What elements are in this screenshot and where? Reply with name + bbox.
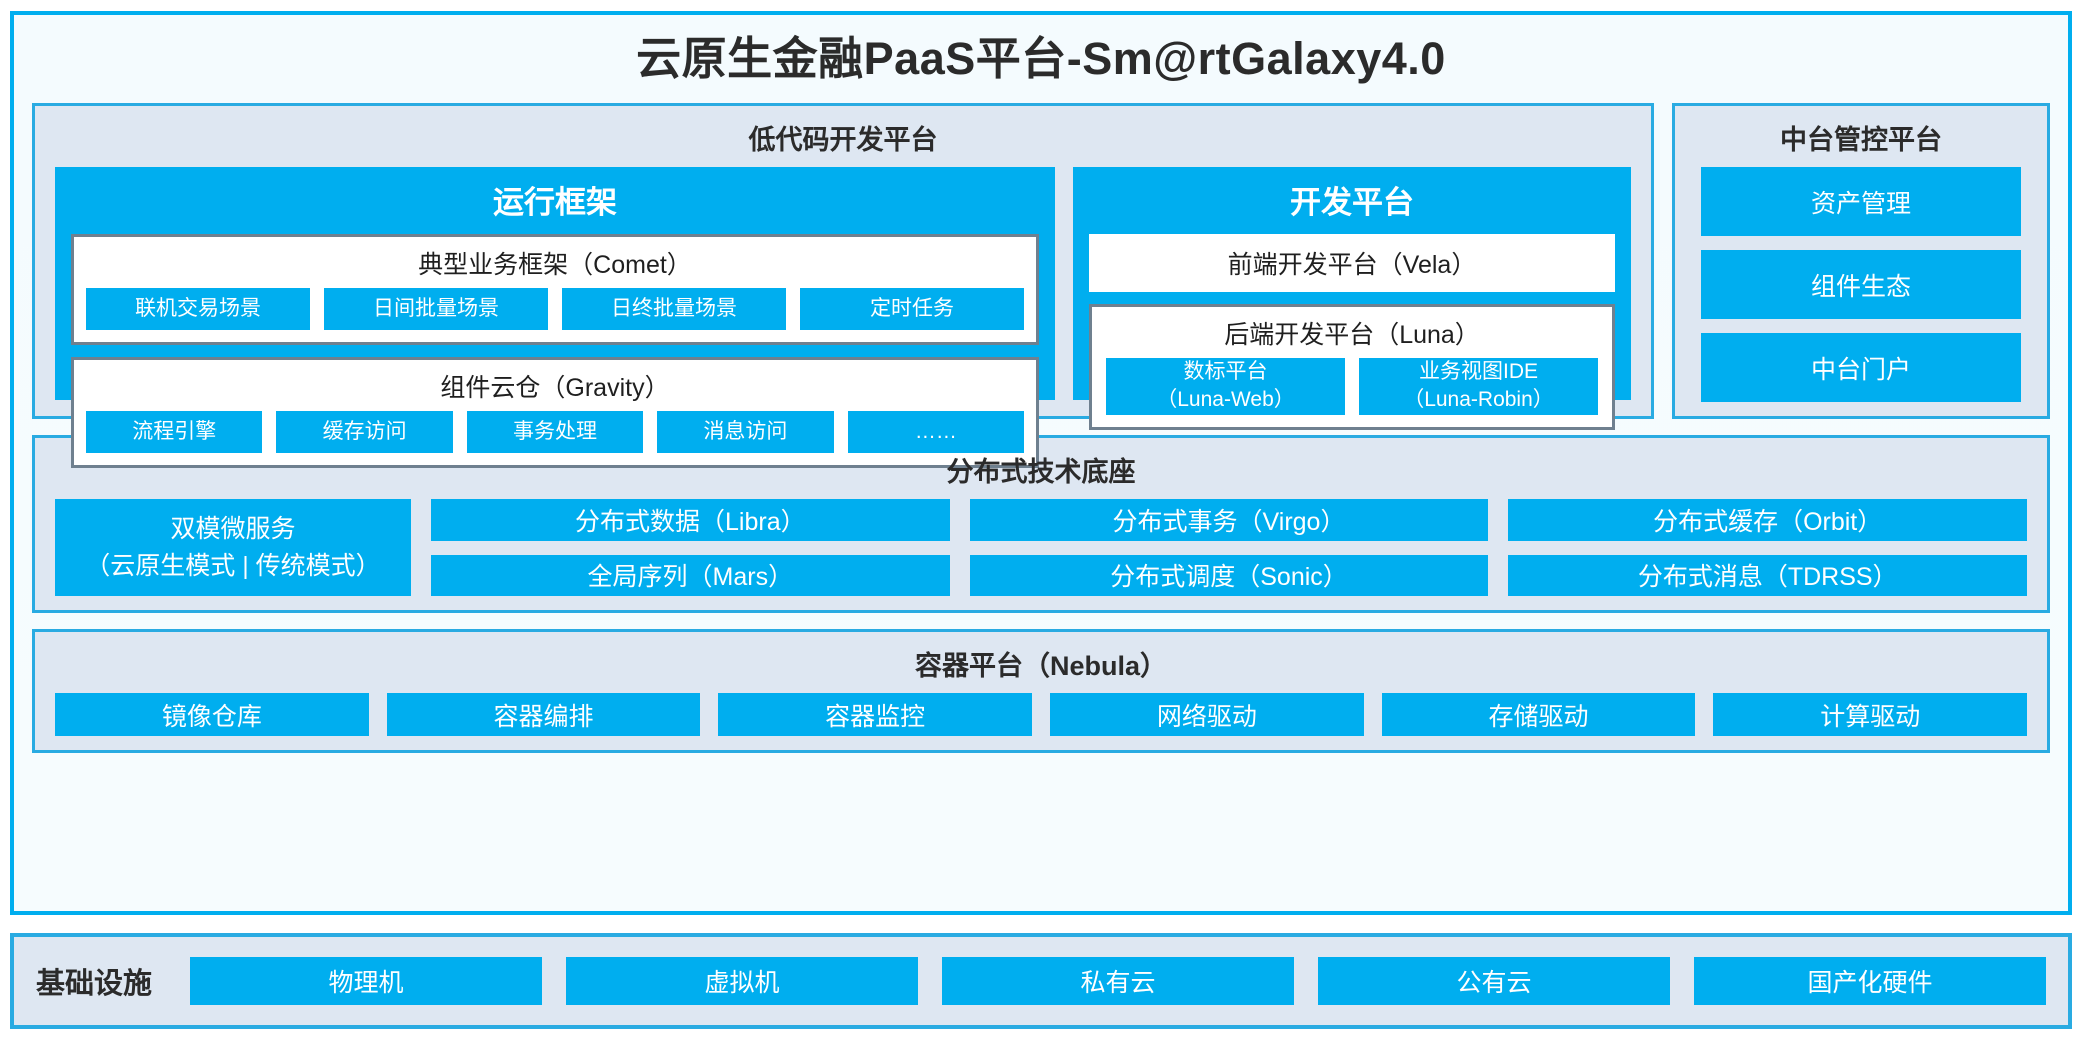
middle-platform-title: 中台管控平台 (1780, 125, 1942, 155)
card-dev-platform[interactable]: 开发平台 前端开发平台（Vela） 后端开发平台（Luna） 数标平台 （Lun… (1073, 167, 1631, 430)
luna-item-code: （Luna-Robin） (1403, 388, 1554, 412)
gravity-item[interactable]: 缓存访问 (276, 411, 453, 453)
section-tech-base[interactable]: 分布式技术底座 双模微服务 （云原生模式 | 传统模式） 分布式数据（Libra… (32, 435, 2050, 613)
tech-base-inner: 双模微服务 （云原生模式 | 传统模式） 分布式数据（Libra） 全局序列（M… (35, 499, 2047, 610)
middle-platform-item[interactable]: 组件生态 (1701, 250, 2021, 319)
infrastructure-item[interactable]: 私有云 (942, 957, 1295, 1005)
luna-title: 后端开发平台（Luna） (1224, 321, 1480, 349)
infrastructure-item[interactable]: 公有云 (1318, 957, 1671, 1005)
luna-item-name: 业务视图IDE (1418, 360, 1538, 383)
container-platform-item[interactable]: 容器编排 (386, 693, 701, 736)
runtime-framework-title: 运行框架 (493, 185, 617, 220)
section-lowcode-platform[interactable]: 低代码开发平台 运行框架 典型业务框架（Comet） 联机交易场景 日间批量场景… (32, 103, 1654, 468)
tech-base-column: 分布式缓存（Orbit） 分布式消息（TDRSS） (1508, 499, 2028, 596)
box-frontend-vela[interactable]: 前端开发平台（Vela） (1089, 234, 1615, 292)
middle-platform-item[interactable]: 中台门户 (1701, 333, 2021, 402)
luna-item-name: 数标平台 (1183, 360, 1268, 383)
container-platform-item[interactable]: 计算驱动 (1713, 693, 2028, 736)
middle-platform-items: 资产管理 组件生态 中台门户 (1675, 167, 2047, 416)
platform-body: 低代码开发平台 运行框架 典型业务框架（Comet） 联机交易场景 日间批量场景… (14, 103, 2068, 765)
comet-item[interactable]: 定时任务 (800, 288, 1024, 330)
tech-base-item[interactable]: 全局序列（Mars） (431, 554, 950, 596)
comet-items: 联机交易场景 日间批量场景 日终批量场景 定时任务 (74, 288, 1036, 342)
tech-base-title: 分布式技术底座 (946, 457, 1136, 487)
tech-base-column: 分布式事务（Virgo） 分布式调度（Sonic） (969, 499, 1489, 596)
container-platform-item[interactable]: 镜像仓库 (55, 693, 369, 736)
card-runtime-framework[interactable]: 运行框架 典型业务框架（Comet） 联机交易场景 日间批量场景 日终批量场景 … (55, 167, 1055, 468)
box-backend-luna[interactable]: 后端开发平台（Luna） 数标平台 （Luna-Web） 业务视图IDE （Lu… (1089, 304, 1615, 430)
luna-item-luna-web[interactable]: 数标平台 （Luna-Web） (1106, 358, 1345, 415)
platform-frame: 云原生金融PaaS平台-Sm@rtGalaxy4.0 低代码开发平台 运行框架 … (10, 11, 2072, 915)
comet-item[interactable]: 日间批量场景 (324, 288, 548, 330)
lowcode-title: 低代码开发平台 (748, 125, 938, 155)
container-platform-item[interactable]: 容器监控 (718, 693, 1033, 736)
dev-platform-title: 开发平台 (1290, 185, 1414, 220)
container-platform-item[interactable]: 存储驱动 (1381, 693, 1696, 736)
section-infrastructure[interactable]: 基础设施 物理机 虚拟机 私有云 公有云 国产化硬件 (10, 933, 2072, 1029)
infrastructure-item[interactable]: 虚拟机 (566, 957, 919, 1005)
dual-mode-line2: （云原生模式 | 传统模式） (85, 551, 381, 580)
luna-item-code: （Luna-Web） (1156, 388, 1295, 412)
section-container-platform[interactable]: 容器平台（Nebula） 镜像仓库 容器编排 容器监控 网络驱动 存储驱动 计算… (32, 629, 2050, 753)
infrastructure-item[interactable]: 国产化硬件 (1694, 957, 2047, 1005)
tech-base-item[interactable]: 分布式调度（Sonic） (969, 554, 1489, 596)
dual-mode-line1: 双模微服务 (170, 515, 296, 544)
infrastructure-label: 基础设施 (36, 968, 153, 1000)
tech-base-dual-mode-microservice[interactable]: 双模微服务 （云原生模式 | 传统模式） (55, 499, 411, 596)
infrastructure-item[interactable]: 物理机 (190, 957, 543, 1005)
container-platform-items: 镜像仓库 容器编排 容器监控 网络驱动 存储驱动 计算驱动 (35, 693, 2047, 750)
middle-platform-item[interactable]: 资产管理 (1701, 167, 2021, 236)
comet-item[interactable]: 日终批量场景 (562, 288, 786, 330)
section-middle-platform[interactable]: 中台管控平台 资产管理 组件生态 中台门户 (1672, 103, 2050, 419)
gravity-title: 组件云仓（Gravity） (440, 374, 670, 402)
gravity-item[interactable]: 流程引擎 (86, 411, 263, 453)
container-platform-item[interactable]: 网络驱动 (1050, 693, 1364, 736)
gravity-items: 流程引擎 缓存访问 事务处理 消息访问 …… (74, 411, 1036, 465)
luna-item-luna-robin[interactable]: 业务视图IDE （Luna-Robin） (1359, 358, 1598, 415)
box-gravity[interactable]: 组件云仓（Gravity） 流程引擎 缓存访问 事务处理 消息访问 …… (71, 357, 1039, 468)
gravity-item-more[interactable]: …… (847, 411, 1025, 453)
tech-base-item[interactable]: 分布式消息（TDRSS） (1508, 554, 2028, 596)
tech-base-item[interactable]: 分布式事务（Virgo） (969, 499, 1489, 541)
comet-title: 典型业务框架（Comet） (418, 251, 692, 279)
gravity-item[interactable]: 事务处理 (466, 411, 644, 453)
container-platform-title: 容器平台（Nebula） (914, 651, 1168, 681)
luna-items: 数标平台 （Luna-Web） 业务视图IDE （Luna-Robin） (1092, 358, 1612, 427)
gravity-item[interactable]: 消息访问 (657, 411, 834, 453)
tech-base-item[interactable]: 分布式数据（Libra） (431, 499, 950, 541)
tech-base-item[interactable]: 分布式缓存（Orbit） (1508, 499, 2028, 541)
tech-base-column: 分布式数据（Libra） 全局序列（Mars） (431, 499, 950, 596)
page-title: 云原生金融PaaS平台-Sm@rtGalaxy4.0 (636, 33, 1446, 84)
comet-item[interactable]: 联机交易场景 (86, 288, 310, 330)
top-row: 低代码开发平台 运行框架 典型业务框架（Comet） 联机交易场景 日间批量场景… (32, 103, 2050, 468)
lowcode-inner: 运行框架 典型业务框架（Comet） 联机交易场景 日间批量场景 日终批量场景 … (35, 167, 1651, 468)
box-comet[interactable]: 典型业务框架（Comet） 联机交易场景 日间批量场景 日终批量场景 定时任务 (71, 234, 1039, 345)
